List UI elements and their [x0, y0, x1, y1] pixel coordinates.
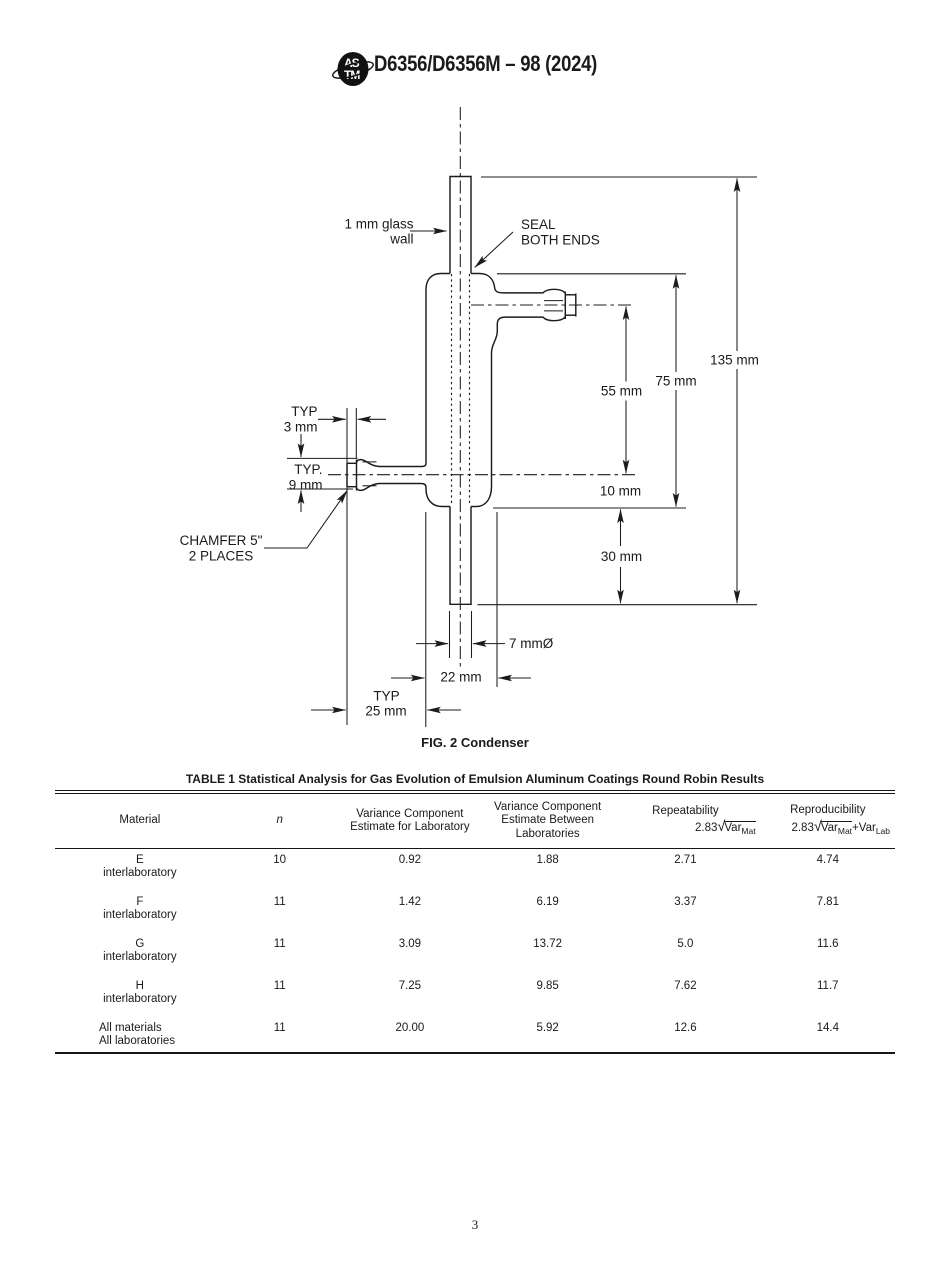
figure-caption: FIG. 2 Condenser — [421, 735, 529, 750]
label-typ-25mm: TYP — [373, 689, 399, 704]
document-title: D6356/D6356M – 98 (2024) — [374, 51, 598, 76]
diagram-labels: 1 mm glass wall SEAL BOTH ENDS TYP 3 mm … — [180, 217, 759, 719]
label-seal: SEAL — [521, 217, 556, 232]
condenser-diagram: 1 mm glass wall SEAL BOTH ENDS TYP 3 mm … — [180, 107, 759, 727]
radical-icon: √ — [813, 818, 822, 835]
col-header-repeatability: Repeatability 2.83√VarMat — [610, 794, 760, 849]
svg-text:TM: TM — [344, 68, 360, 82]
radical-icon: √ — [717, 819, 726, 836]
svg-text:2 PLACES: 2 PLACES — [189, 549, 254, 564]
label-dim-7mm: 7 mmØ — [509, 636, 554, 651]
col-header-reproducibility: Reproducibility 2.83√VarMat+VarLab — [761, 794, 895, 849]
svg-text:BOTH ENDS: BOTH ENDS — [521, 233, 600, 248]
label-dim-75mm: 75 mm — [655, 374, 696, 389]
svg-text:9 mm: 9 mm — [289, 478, 323, 493]
label-typ-3mm: TYP — [291, 404, 317, 419]
dimension-lines — [297, 177, 741, 714]
svg-text:25 mm: 25 mm — [365, 704, 406, 719]
col-header-material: Material — [119, 814, 161, 827]
label-dim-22mm: 22 mm — [440, 670, 481, 685]
label-glass-wall: 1 mm glass — [344, 217, 413, 232]
label-typ-9mm: TYP. — [294, 462, 322, 477]
table-title: TABLE 1 Statistical Analysis for Gas Evo… — [185, 772, 765, 786]
page-number: 3 — [471, 1217, 479, 1232]
label-dim-10mm: 10 mm — [600, 484, 641, 499]
col-header-variance-between: Variance Component Estimate Between Labo… — [494, 800, 602, 840]
hidden-bore-lines — [450, 274, 471, 506]
svg-text:3 mm: 3 mm — [284, 420, 318, 435]
astm-logo-icon: AS TM — [332, 52, 374, 86]
centerlines — [328, 107, 637, 667]
table-header-row: Material n Variance Component Estimate f… — [55, 794, 895, 849]
reproducibility-formula: 2.83√VarMat+VarLab — [791, 818, 890, 836]
label-chamfer: CHAMFER 5" — [180, 533, 263, 548]
svg-text:AS: AS — [344, 56, 360, 70]
extension-lines — [287, 176, 757, 727]
col-header-n: n — [276, 814, 283, 827]
condenser-outline — [346, 175, 577, 606]
svg-text:wall: wall — [389, 232, 413, 247]
leader-lines — [264, 227, 514, 549]
label-dim-30mm: 30 mm — [601, 549, 642, 564]
table-top-rule — [55, 790, 895, 794]
results-table: Material n Variance Component Estimate f… — [55, 794, 895, 1054]
repeatability-formula: 2.83√VarMat — [695, 819, 756, 837]
results-table-section: TABLE 1 Statistical Analysis for Gas Evo… — [55, 769, 895, 1054]
label-dim-55mm: 55 mm — [601, 384, 642, 399]
label-dim-135mm: 135 mm — [710, 353, 759, 368]
col-header-variance-laboratory: Variance Component Estimate for Laborato… — [350, 807, 470, 834]
